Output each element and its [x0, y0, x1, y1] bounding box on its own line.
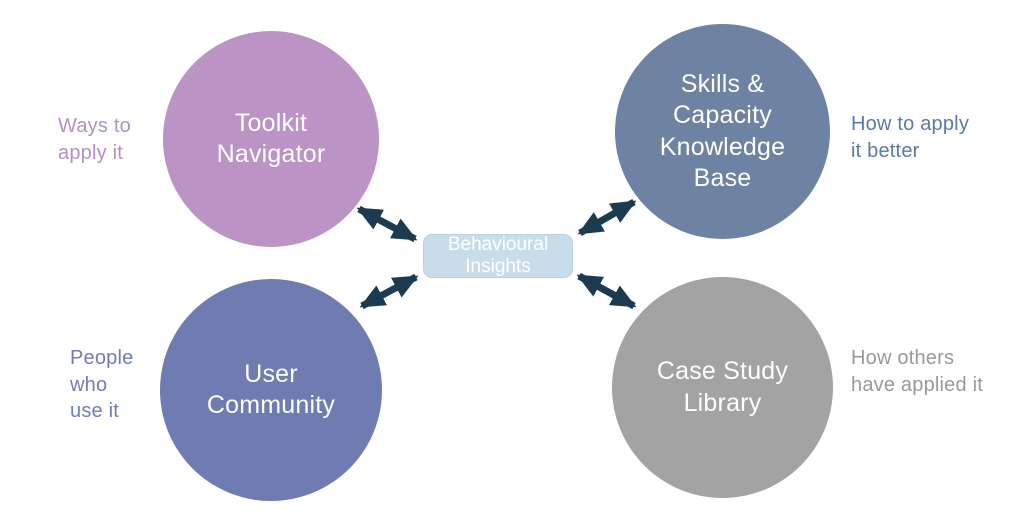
annotation-how-to-apply-it-better: How to apply it better [851, 113, 970, 162]
node-skills-capacity-knowledge-base: Skills & Capacity Knowledge Base [615, 24, 830, 239]
center-node-behavioural-insights: Behavioural Insights [423, 234, 573, 278]
node-toolkit-navigator: Toolkit Navigator [163, 31, 379, 247]
node-case-study-library-label: Case Study Library [656, 357, 789, 417]
node-user-community-label: User Community [206, 359, 336, 420]
arrow-user-community [359, 273, 419, 310]
node-case-study-library: Case Study Library [612, 277, 833, 498]
arrow-case-study-library [576, 272, 637, 310]
annotation-ways-to-apply-it: Ways to apply it [58, 115, 131, 164]
annotation-how-others-have-applied-it: How others have applied it [851, 347, 983, 396]
center-node-label: Behavioural Insights [447, 233, 549, 277]
node-toolkit-navigator-label: Toolkit Navigator [216, 108, 326, 169]
node-user-community: User Community [160, 279, 382, 501]
arrow-skills-capacity-knowledge-base [577, 198, 637, 237]
node-skills-capacity-knowledge-base-label: Skills & Capacity Knowledge Base [659, 69, 786, 193]
arrow-toolkit-navigator [356, 205, 418, 243]
annotation-people-who-use-it: People who use it [70, 347, 134, 423]
